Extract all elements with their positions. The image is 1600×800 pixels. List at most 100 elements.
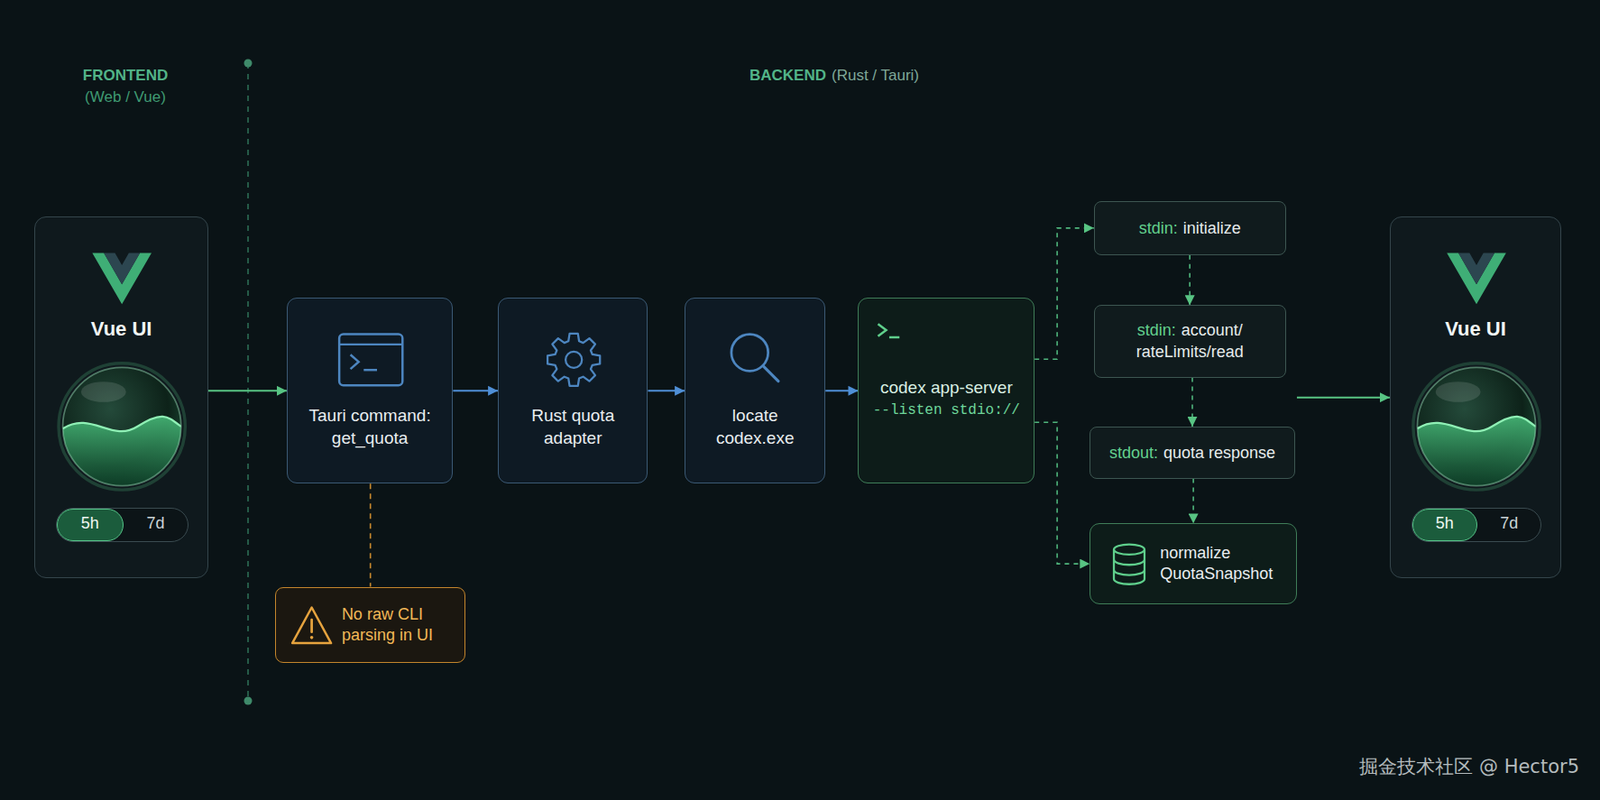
quota-sphere [63, 367, 182, 486]
boundary-line [247, 63, 249, 701]
ui-card: Vue UI 5h7d [1389, 216, 1562, 580]
prompt-icon [878, 324, 887, 338]
protocol-step: stdin: initialize [1094, 201, 1287, 256]
node-content: 5h7d [1412, 508, 1542, 541]
database-icon [1113, 544, 1145, 585]
gear-hub [565, 351, 582, 368]
boundary-dot [244, 697, 253, 706]
node-text: Vue UI [1444, 317, 1507, 341]
node-text: Vue UI [91, 317, 153, 341]
vue-logo-outer [1446, 252, 1507, 304]
connector [369, 483, 372, 587]
warning-dot [310, 635, 314, 640]
connector [825, 389, 858, 392]
terminal-cursor [363, 368, 378, 371]
node-text: Tauri command: get_quota [298, 404, 442, 450]
text-line: stdin: initialize [1139, 217, 1242, 240]
connector [452, 389, 498, 392]
node-content: Tauri command: get_quota [287, 298, 452, 483]
text-line: stdin:account/ rateLimits/read [1119, 319, 1260, 364]
terminal-icon [339, 334, 403, 387]
node-text: quota response [1163, 443, 1276, 462]
magnifier-handle [763, 366, 779, 382]
stream-name: stdout: [1109, 443, 1159, 462]
node-text: locate codex.exe [704, 404, 807, 450]
db-top [1113, 544, 1145, 555]
range-toggle: 5h7d [55, 507, 189, 542]
node-content: stdin:account/ rateLimits/read [1094, 305, 1286, 377]
gear-icon [547, 333, 600, 387]
boundary-dot [244, 59, 253, 68]
sphere-glow [58, 363, 185, 490]
toggle-option: 5h [56, 508, 124, 541]
warning-note: No raw CLI parsing in UI [275, 587, 465, 664]
node-text: Rust quota adapter [522, 404, 625, 450]
node-text: codex app-server [880, 376, 1013, 401]
node-content: No raw CLI parsing in UI [275, 588, 464, 663]
connector [1034, 228, 1095, 359]
warning-icon [293, 606, 332, 644]
node-content: codex app-server--listen stdio:// [858, 298, 1034, 483]
sphere-liquid [63, 416, 182, 487]
connector [1296, 396, 1390, 399]
stream-name: stdin: [1139, 219, 1178, 238]
sphere-highlight [1435, 381, 1481, 403]
toggle-option: 7d [123, 508, 189, 541]
node-content: normalize QuotaSnapshot [1090, 524, 1297, 603]
vue-logo-inner [1458, 252, 1495, 285]
vue-logo-inner [104, 252, 141, 285]
vue-logo [1446, 252, 1507, 304]
connector [1188, 255, 1191, 305]
stream-name: stdin: [1137, 321, 1177, 340]
db-body [1113, 550, 1145, 585]
text-line: stdout:quota response [1109, 441, 1276, 464]
process-box: Rust quota adapter [497, 297, 648, 484]
process-box: locate codex.exe [684, 297, 826, 484]
node-text: normalize QuotaSnapshot [1159, 542, 1291, 586]
node-text: No raw CLI parsing in UI [341, 604, 457, 647]
section-subtitle: (Web / Vue) [84, 88, 166, 107]
terminal-prompt [349, 355, 359, 370]
node-content: locate codex.exe [685, 298, 825, 483]
process-box: codex app-server--listen stdio:// [857, 297, 1035, 484]
vue-logo-outer [92, 252, 153, 304]
connector [647, 389, 685, 392]
sphere-liquid [1416, 416, 1536, 487]
protocol-step: stdin:account/ rateLimits/read [1094, 304, 1287, 378]
node-text: --listen stdio:// [873, 400, 1021, 421]
term-icon [287, 298, 454, 485]
liquid-surface [1416, 416, 1536, 432]
connector [208, 389, 287, 392]
section-title: BACKEND [749, 66, 827, 85]
toggle-option: 7d [1477, 508, 1541, 541]
process-box: Tauri command: get_quota [286, 297, 453, 484]
sphere-glow [1413, 363, 1540, 490]
node-content: 5h7d [56, 508, 188, 541]
connector [1191, 377, 1194, 427]
toggle-option: 5h [1412, 508, 1478, 541]
sphere-rim [63, 367, 182, 486]
range-toggle: 5h7d [1411, 507, 1543, 542]
section-subtitle: (Rust / Tauri) [831, 66, 920, 85]
db-ring [1113, 560, 1145, 566]
terminal-bar [339, 343, 403, 346]
sphere-rim [1416, 367, 1536, 486]
prompt-cursor [889, 336, 900, 339]
liquid-surface [63, 416, 182, 432]
watermark: 掘金技术社区 @ Hector5 [1359, 754, 1580, 780]
connector [1192, 478, 1195, 525]
sphere-highlight [81, 381, 127, 403]
connector [1034, 422, 1090, 564]
warning-bar [311, 619, 314, 633]
process-box: normalize QuotaSnapshot [1089, 523, 1297, 604]
section-title: FRONTEND [82, 66, 168, 85]
node-content: stdin: initialize [1094, 202, 1286, 255]
quota-sphere [1416, 367, 1536, 486]
protocol-step: stdout:quota response [1089, 426, 1295, 479]
vue-logo [92, 252, 153, 304]
ui-card: Vue UI 5h7d [34, 216, 208, 580]
search-icon [685, 298, 827, 485]
node-text: initialize [1183, 219, 1242, 238]
